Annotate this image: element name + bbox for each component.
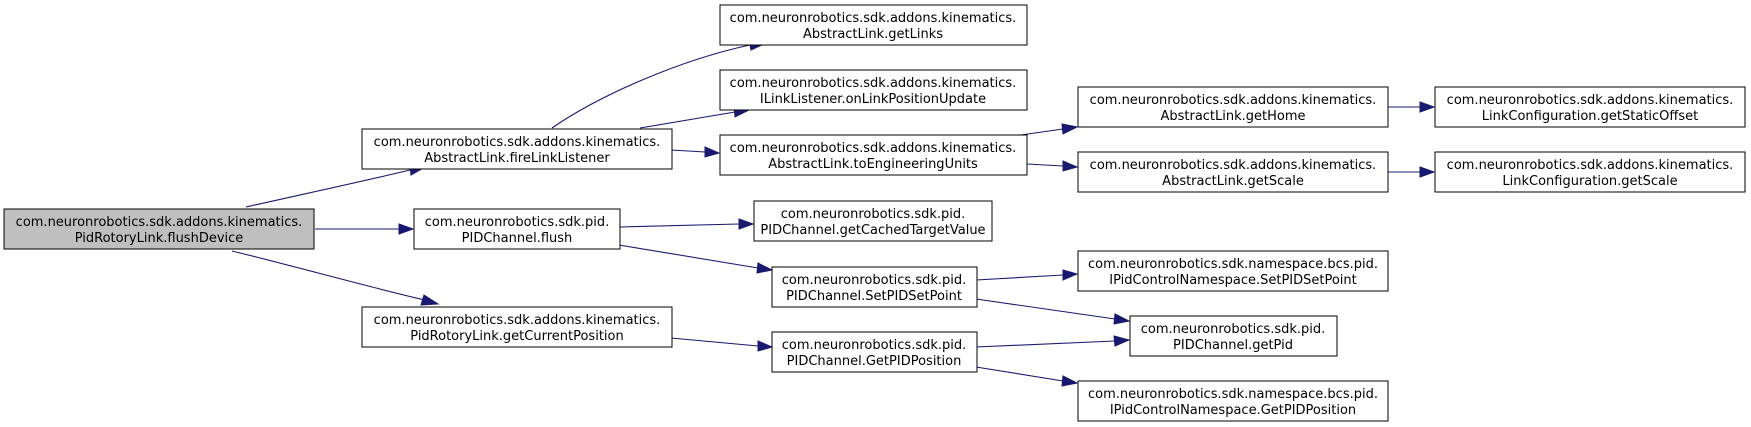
edge-flushDevice-fireLinkListener (245, 164, 427, 208)
node-lcGetScale-line1: com.neuronrobotics.sdk.addons.kinematics… (1447, 158, 1734, 173)
node-onLinkPositionUpdate[interactable]: com.neuronrobotics.sdk.addons.kinematics… (719, 69, 1028, 111)
node-setPIDSetPoint-line1: com.neuronrobotics.sdk.pid. (782, 273, 967, 288)
edge-toEngineeringUnits-getHome (1020, 123, 1079, 136)
edge-flushDevice-getCurrentPosition (231, 250, 440, 306)
node-nsGetPIDPosition[interactable]: com.neuronrobotics.sdk.namespace.bcs.pid… (1077, 380, 1389, 422)
node-flushDevice[interactable]: com.neuronrobotics.sdk.addons.kinematics… (3, 208, 315, 250)
edge-getCurrentPosition-getPIDPosition (670, 337, 774, 352)
node-getLinks[interactable]: com.neuronrobotics.sdk.addons.kinematics… (719, 4, 1028, 46)
node-getCurrentPosition-line1: com.neuronrobotics.sdk.addons.kinematics… (374, 313, 661, 328)
edge-fireLinkListener-toEngineeringUnits (670, 146, 721, 158)
edge-getHome-getStaticOffset (1387, 101, 1436, 113)
edge-setPIDSetPoint-nsSetPIDSetPoint (975, 269, 1079, 281)
node-getPid-line1: com.neuronrobotics.sdk.pid. (1141, 322, 1326, 337)
node-onLinkPositionUpdate-line2: ILinkListener.onLinkPositionUpdate (760, 92, 986, 107)
node-getStaticOffset-line2: LinkConfiguration.getStaticOffset (1482, 109, 1699, 124)
node-nsSetPIDSetPoint-line2: IPidControlNamespace.SetPIDSetPoint (1109, 273, 1357, 288)
edge-getPIDPosition-getPid (975, 335, 1131, 348)
node-getLinks-line1: com.neuronrobotics.sdk.addons.kinematics… (730, 11, 1017, 26)
node-getLinks-line2: AbstractLink.getLinks (803, 27, 943, 42)
node-getStaticOffset-line1: com.neuronrobotics.sdk.addons.kinematics… (1447, 93, 1734, 108)
node-getScale-line1: com.neuronrobotics.sdk.addons.kinematics… (1090, 158, 1377, 173)
edge-pidFlush-getCachedTargetValue (618, 218, 755, 230)
node-getPIDPosition[interactable]: com.neuronrobotics.sdk.pid. PIDChannel.G… (771, 331, 978, 373)
node-nsGetPIDPosition-line1: com.neuronrobotics.sdk.namespace.bcs.pid… (1088, 387, 1378, 402)
edge-getPIDPosition-nsGetPIDPosition (975, 366, 1079, 387)
node-lcGetScale[interactable]: com.neuronrobotics.sdk.addons.kinematics… (1434, 151, 1746, 193)
edge-pidFlush-setPIDSetPoint (618, 244, 774, 274)
node-pidFlush-line1: com.neuronrobotics.sdk.pid. (425, 215, 610, 230)
node-nsSetPIDSetPoint-line1: com.neuronrobotics.sdk.namespace.bcs.pid… (1088, 257, 1378, 272)
node-pidFlush[interactable]: com.neuronrobotics.sdk.pid. PIDChannel.f… (413, 208, 621, 250)
node-getHome[interactable]: com.neuronrobotics.sdk.addons.kinematics… (1077, 86, 1389, 128)
node-getCurrentPosition-line2: PidRotoryLink.getCurrentPosition (410, 329, 623, 344)
node-lcGetScale-line2: LinkConfiguration.getScale (1502, 174, 1677, 189)
node-getCachedTargetValue-line1: com.neuronrobotics.sdk.pid. (781, 207, 966, 222)
node-getStaticOffset[interactable]: com.neuronrobotics.sdk.addons.kinematics… (1434, 86, 1746, 128)
node-fireLinkListener[interactable]: com.neuronrobotics.sdk.addons.kinematics… (361, 128, 673, 170)
node-toEngineeringUnits-line2: AbstractLink.toEngineeringUnits (768, 157, 978, 172)
node-getScale-line2: AbstractLink.getScale (1162, 174, 1304, 189)
node-fireLinkListener-line2: AbstractLink.fireLinkListener (424, 151, 610, 166)
node-getHome-line1: com.neuronrobotics.sdk.addons.kinematics… (1090, 93, 1377, 108)
node-getHome-line2: AbstractLink.getHome (1160, 109, 1305, 124)
node-toEngineeringUnits-line1: com.neuronrobotics.sdk.addons.kinematics… (730, 141, 1017, 156)
node-getCachedTargetValue[interactable]: com.neuronrobotics.sdk.pid. PIDChannel.g… (753, 200, 993, 242)
node-getPid-line2: PIDChannel.getPid (1173, 338, 1293, 353)
node-flushDevice-line2: PidRotoryLink.flushDevice (75, 231, 244, 246)
edge-flushDevice-pidFlush (315, 223, 415, 235)
node-toEngineeringUnits[interactable]: com.neuronrobotics.sdk.addons.kinematics… (719, 134, 1028, 176)
edge-setPIDSetPoint-getPid (975, 298, 1131, 325)
node-getPid[interactable]: com.neuronrobotics.sdk.pid. PIDChannel.g… (1129, 315, 1338, 357)
node-getScale[interactable]: com.neuronrobotics.sdk.addons.kinematics… (1077, 151, 1389, 193)
edge-toEngineeringUnits-getScale (1026, 160, 1079, 172)
node-getPIDPosition-line1: com.neuronrobotics.sdk.pid. (782, 338, 967, 353)
node-getCurrentPosition[interactable]: com.neuronrobotics.sdk.addons.kinematics… (361, 306, 673, 348)
node-getCachedTargetValue-line2: PIDChannel.getCachedTargetValue (760, 223, 985, 238)
node-flushDevice-line1: com.neuronrobotics.sdk.addons.kinematics… (16, 215, 303, 230)
node-nsGetPIDPosition-line2: IPidControlNamespace.GetPIDPosition (1110, 403, 1356, 418)
node-nsSetPIDSetPoint[interactable]: com.neuronrobotics.sdk.namespace.bcs.pid… (1077, 250, 1389, 292)
node-onLinkPositionUpdate-line1: com.neuronrobotics.sdk.addons.kinematics… (730, 76, 1017, 91)
node-setPIDSetPoint-line2: PIDChannel.SetPIDSetPoint (786, 289, 962, 304)
node-getPIDPosition-line2: PIDChannel.GetPIDPosition (787, 354, 962, 369)
node-fireLinkListener-line1: com.neuronrobotics.sdk.addons.kinematics… (374, 135, 661, 150)
edge-getScale-lcGetScale (1387, 166, 1436, 178)
node-setPIDSetPoint[interactable]: com.neuronrobotics.sdk.pid. PIDChannel.S… (771, 266, 978, 308)
node-pidFlush-line2: PIDChannel.flush (462, 231, 573, 246)
